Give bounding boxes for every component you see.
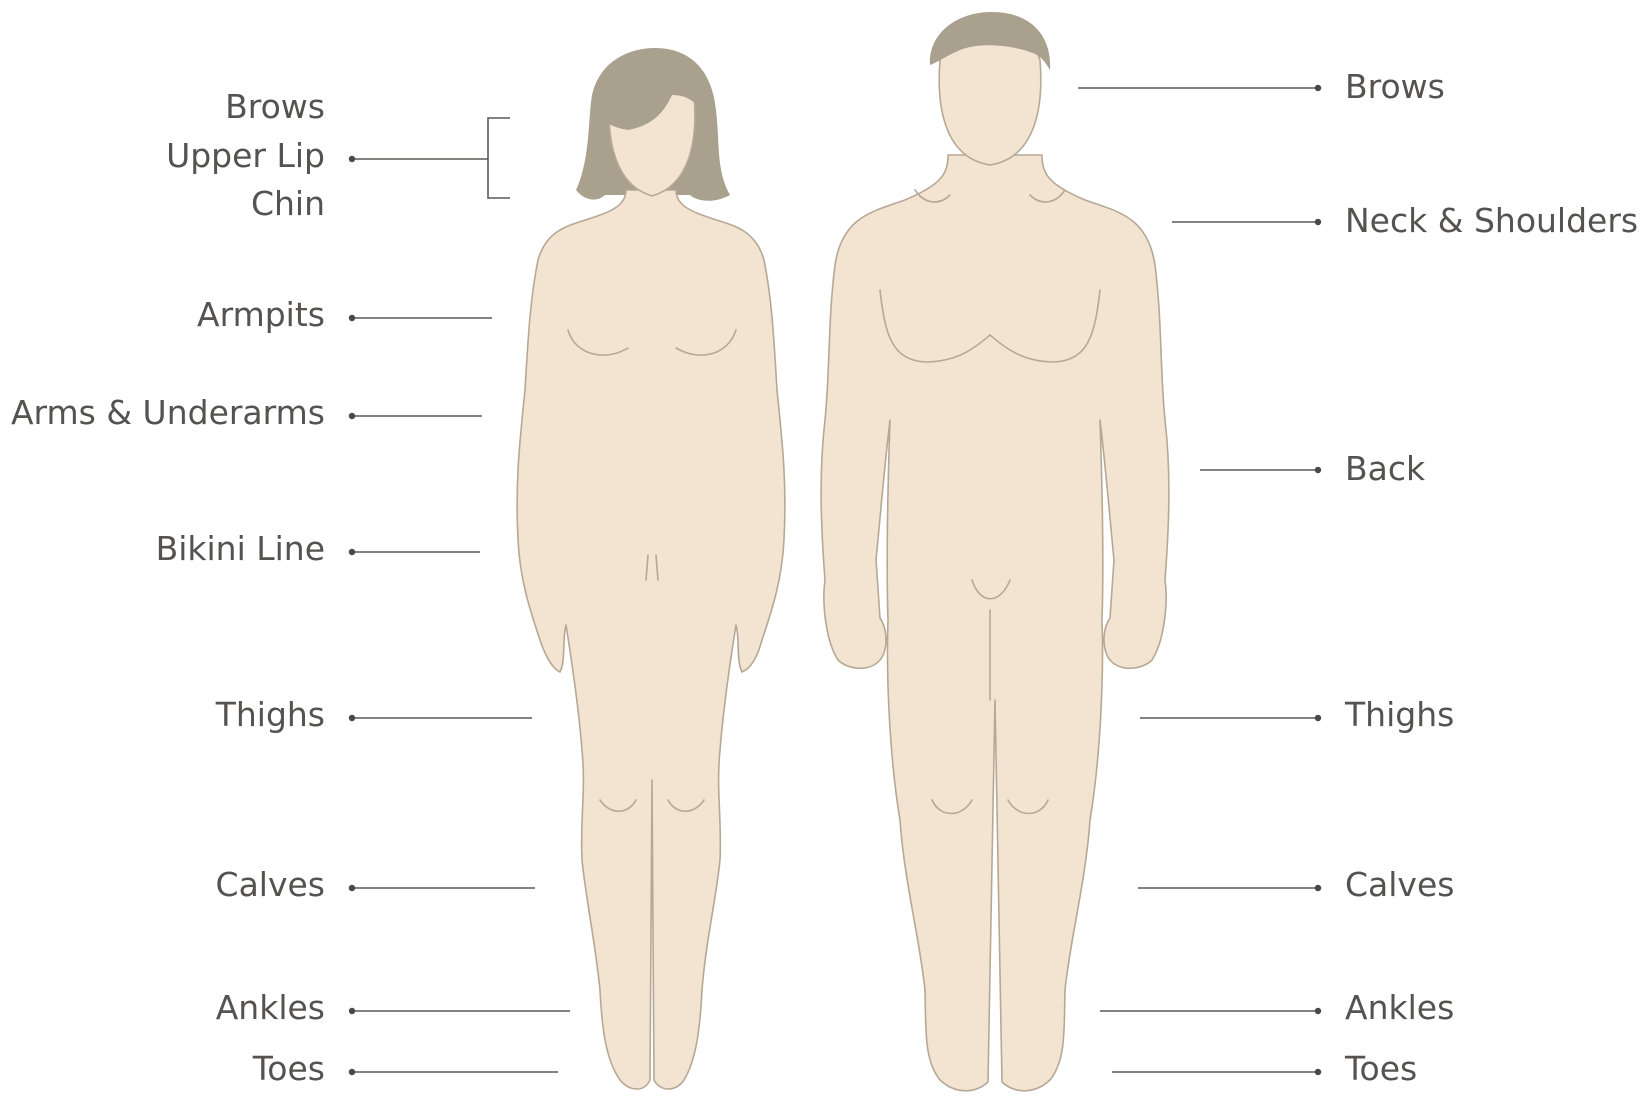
- label-male-calves: Calves: [1345, 865, 1454, 904]
- label-male-thighs: Thighs: [1344, 695, 1454, 734]
- label-female-brows: Brows: [225, 87, 325, 126]
- leader-male-toes: [1112, 1069, 1321, 1075]
- female-labels: Brows Upper Lip Chin Armpits Arms & Unde…: [11, 87, 570, 1088]
- label-male-toes: Toes: [1344, 1049, 1417, 1088]
- label-female-bikini-line: Bikini Line: [156, 529, 325, 568]
- label-male-ankles: Ankles: [1345, 988, 1454, 1027]
- label-female-toes: Toes: [252, 1049, 325, 1088]
- label-male-back: Back: [1345, 449, 1426, 488]
- face-bracket: [349, 118, 510, 198]
- label-female-arms-underarms: Arms & Underarms: [11, 393, 325, 432]
- leader-male-ankles: [1100, 1008, 1321, 1014]
- leader-female-ankles: [349, 1008, 570, 1014]
- label-female-upper-lip: Upper Lip: [166, 136, 325, 175]
- leader-female-toes: [349, 1069, 558, 1075]
- label-female-ankles: Ankles: [216, 988, 325, 1027]
- label-female-thighs: Thighs: [215, 695, 325, 734]
- female-figure: [517, 48, 785, 1089]
- leader-female-thighs: [349, 715, 532, 721]
- leader-male-back: [1200, 467, 1321, 473]
- leader-female-arms-underarms: [349, 413, 482, 419]
- label-male-neck-shoulders: Neck & Shoulders: [1345, 201, 1638, 240]
- leader-male-thighs: [1140, 715, 1321, 721]
- male-figure: [821, 12, 1169, 1091]
- female-body: [517, 190, 785, 1089]
- leader-female-armpits: [349, 315, 492, 321]
- label-male-brows: Brows: [1345, 67, 1445, 106]
- leader-female-bikini-line: [349, 549, 480, 555]
- male-body: [821, 155, 1169, 1091]
- leader-male-neck-shoulders: [1172, 219, 1321, 225]
- label-female-calves: Calves: [216, 865, 325, 904]
- leader-male-brows: [1078, 85, 1321, 91]
- leader-female-calves: [349, 885, 535, 891]
- leader-male-calves: [1138, 885, 1321, 891]
- label-female-armpits: Armpits: [197, 295, 325, 334]
- label-female-chin: Chin: [251, 184, 325, 223]
